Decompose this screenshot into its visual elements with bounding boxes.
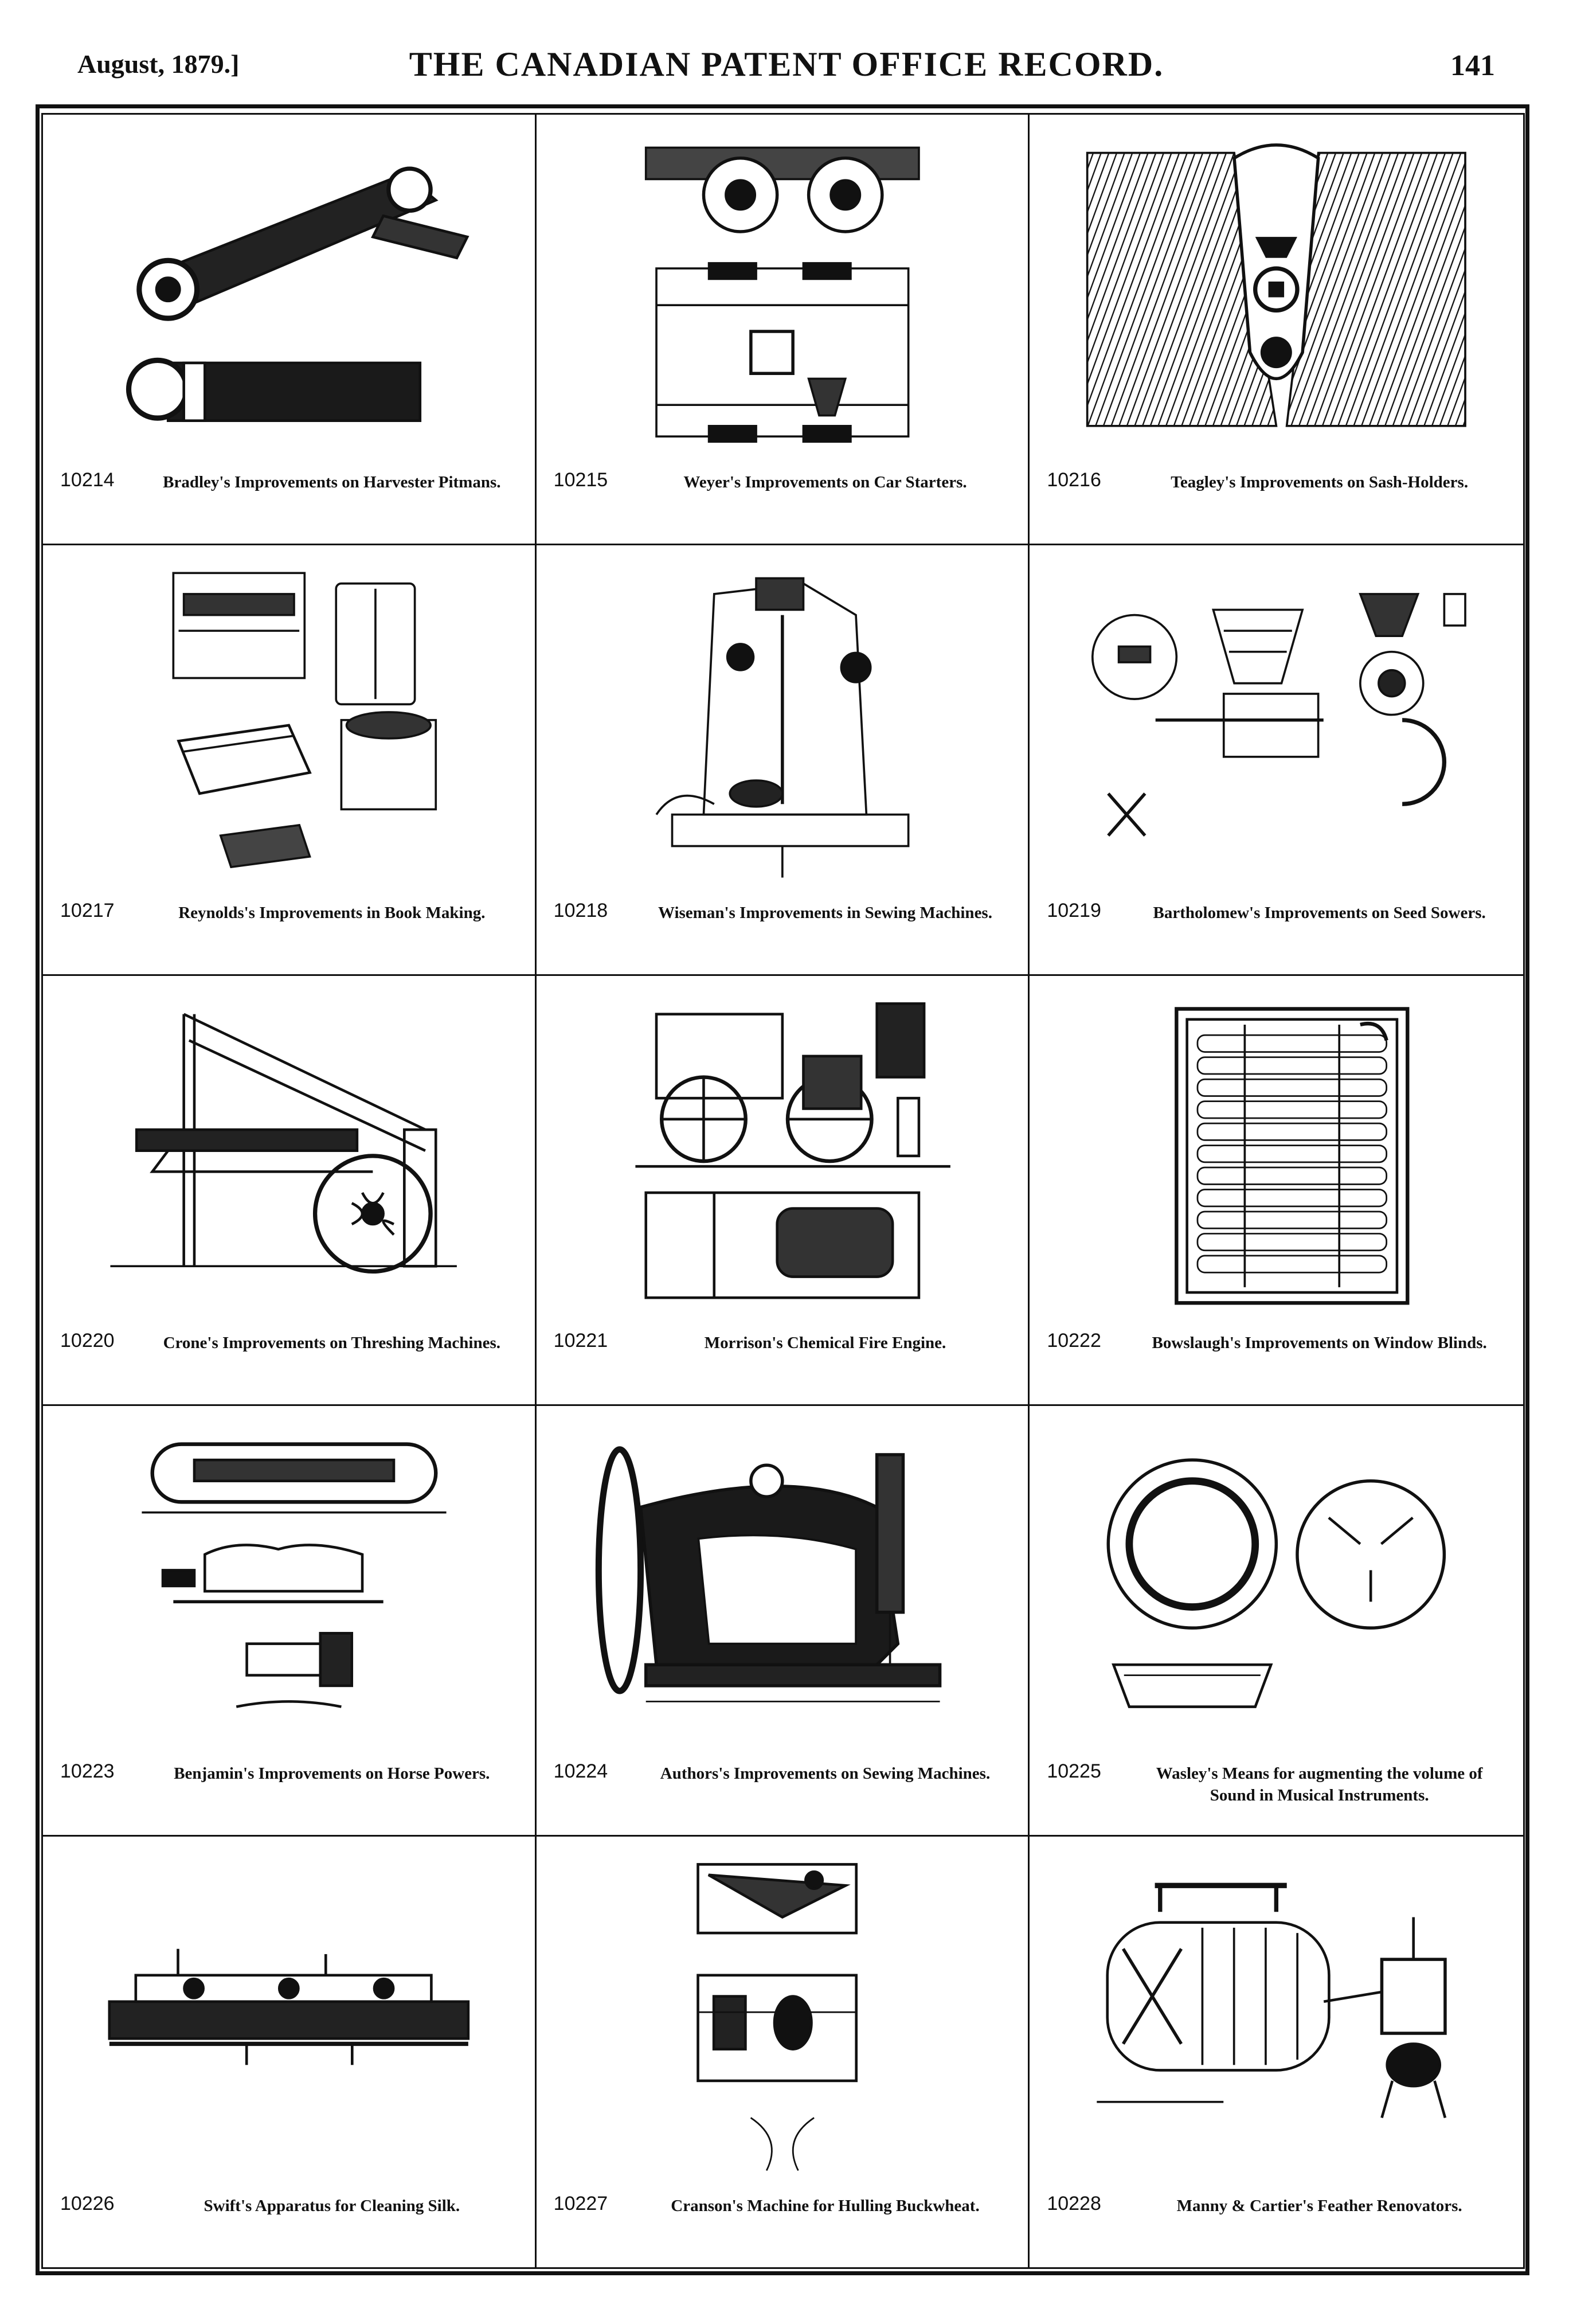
patent-drawing-buckwheat-huller (559, 1854, 1005, 2181)
patent-title: Wiseman's Improvements in Sewing Machine… (658, 903, 992, 922)
issue-date: August, 1879.] (77, 49, 240, 79)
patent-drawing-horse-powers (66, 1423, 512, 1749)
patent-title: Wasley's Means for augmenting the volume… (1156, 1764, 1483, 1805)
patent-caption: 10214 Bradley's Improvements on Harveste… (60, 463, 518, 526)
patent-drawing-feather-renovator (1052, 1854, 1500, 2181)
patent-number: 10219 (1047, 899, 1101, 921)
patent-drawing-threshing-machine (66, 993, 512, 1319)
patent-title: Morrison's Chemical Fire Engine. (704, 1334, 946, 1353)
patent-cell-10226: 10226 Swift's Apparatus for Cleaning Sil… (43, 1837, 537, 2267)
patent-title: Authors's Improvements on Sewing Machine… (660, 1764, 991, 1783)
page-number: 141 (1450, 49, 1495, 82)
patent-number: 10220 (60, 1330, 115, 1352)
patent-drawing-sound-augmenter (1052, 1423, 1500, 1749)
patent-title: Benjamin's Improvements on Horse Powers. (174, 1764, 490, 1783)
patent-cell-10218: 10218 Wiseman's Improvements in Sewing M… (536, 545, 1030, 976)
patent-title: Manny & Cartier's Feather Renovators. (1176, 2196, 1462, 2215)
patent-cell-10227: 10227 Cranson's Machine for Hulling Buck… (537, 1837, 1030, 2267)
patent-drawing-harvester-pitman (66, 132, 512, 458)
patent-caption: 10217 Reynolds's Improvements in Book Ma… (60, 894, 518, 957)
patent-cell-10221: 10221 Morrison's Chemical Fire Engine. (536, 975, 1030, 1407)
patent-number: 10221 (553, 1330, 608, 1352)
patent-number: 10223 (60, 1760, 115, 1783)
patent-title: Bradley's Improvements on Harvester Pitm… (163, 472, 501, 491)
patent-drawing-sewing-machine (559, 563, 1005, 888)
patent-cell-10217: 10217 Reynolds's Improvements in Book Ma… (43, 545, 537, 976)
patent-number: 10215 (553, 468, 608, 491)
publication-title: THE CANADIAN PATENT OFFICE RECORD. (409, 45, 1164, 83)
patent-drawing-book-making (66, 563, 512, 888)
patent-cell-10224: 10224 Authors's Improvements on Sewing M… (536, 1406, 1030, 1837)
patent-caption: 10221 Morrison's Chemical Fire Engine. (554, 1324, 1011, 1387)
patent-title: Bowslaugh's Improvements on Window Blind… (1152, 1334, 1487, 1353)
patent-caption: 10227 Cranson's Machine for Hulling Buck… (554, 2187, 1011, 2250)
patent-cell-10223: 10223 Benjamin's Improvements on Horse P… (43, 1406, 537, 1837)
patent-drawing-window-blinds (1052, 993, 1500, 1319)
patent-cell-10216: 10216 Teagley's Improvements on Sash-Hol… (1030, 115, 1523, 545)
patent-caption: 10216 Teagley's Improvements on Sash-Hol… (1047, 463, 1506, 526)
patent-number: 10226 (60, 2192, 115, 2214)
patent-title: Teagley's Improvements on Sash-Holders. (1171, 472, 1469, 491)
patent-caption: 10215 Weyer's Improvements on Car Starte… (554, 463, 1011, 526)
patent-drawing-sash-holder (1052, 132, 1500, 458)
patent-number: 10216 (1047, 468, 1101, 491)
patent-grid: 10214 Bradley's Improvements on Harveste… (41, 113, 1525, 2269)
patent-drawing-car-starter (559, 132, 1005, 458)
patent-title: Bartholomew's Improvements on Seed Sower… (1153, 903, 1486, 922)
patent-caption: 10222 Bowslaugh's Improvements on Window… (1047, 1324, 1506, 1387)
patent-cell-10214: 10214 Bradley's Improvements on Harveste… (43, 115, 537, 545)
patent-cell-10220: 10220 Crone's Improvements on Threshing … (43, 975, 537, 1407)
patent-cell-10219: 10219 Bartholomew's Improvements on Seed… (1030, 545, 1523, 976)
patent-number: 10228 (1047, 2192, 1101, 2214)
page-frame (36, 104, 1529, 2275)
patent-title: Reynolds's Improvements in Book Making. (178, 903, 486, 922)
patent-number: 10214 (60, 468, 115, 491)
patent-caption: 10224 Authors's Improvements on Sewing M… (554, 1755, 1011, 1818)
patent-number: 10218 (553, 899, 608, 921)
patent-cell-10228: 10228 Manny & Cartier's Feather Renovato… (1030, 1837, 1523, 2267)
patent-drawing-fire-engine (559, 993, 1005, 1319)
patent-caption: 10228 Manny & Cartier's Feather Renovato… (1047, 2187, 1506, 2250)
patent-title: Weyer's Improvements on Car Starters. (683, 472, 967, 491)
patent-number: 10227 (553, 2192, 608, 2214)
patent-caption: 10225 Wasley's Means for augmenting the … (1047, 1755, 1506, 1818)
patent-drawing-sewing-machine-authors (559, 1423, 1005, 1749)
patent-number: 10222 (1047, 1330, 1101, 1352)
patent-caption: 10223 Benjamin's Improvements on Horse P… (60, 1755, 518, 1818)
patent-cell-10215: 10215 Weyer's Improvements on Car Starte… (536, 115, 1030, 545)
patent-title: Crone's Improvements on Threshing Machin… (163, 1334, 501, 1353)
patent-title: Swift's Apparatus for Cleaning Silk. (204, 2196, 460, 2215)
patent-caption: 10226 Swift's Apparatus for Cleaning Sil… (60, 2187, 518, 2250)
patent-caption: 10219 Bartholomew's Improvements on Seed… (1047, 894, 1506, 957)
patent-drawing-silk-cleaner (66, 1854, 512, 2181)
patent-title: Cranson's Machine for Hulling Buckwheat. (671, 2196, 980, 2215)
patent-number: 10224 (553, 1760, 608, 1783)
patent-number: 10225 (1047, 1760, 1101, 1783)
patent-caption: 10220 Crone's Improvements on Threshing … (60, 1324, 518, 1387)
page-header: August, 1879.] THE CANADIAN PATENT OFFIC… (0, 0, 1573, 97)
patent-drawing-seed-sower (1052, 563, 1500, 888)
patent-cell-10225: 10225 Wasley's Means for augmenting the … (1030, 1406, 1523, 1837)
patent-caption: 10218 Wiseman's Improvements in Sewing M… (554, 894, 1011, 957)
patent-cell-10222: 10222 Bowslaugh's Improvements on Window… (1030, 976, 1523, 1407)
patent-number: 10217 (60, 899, 115, 921)
